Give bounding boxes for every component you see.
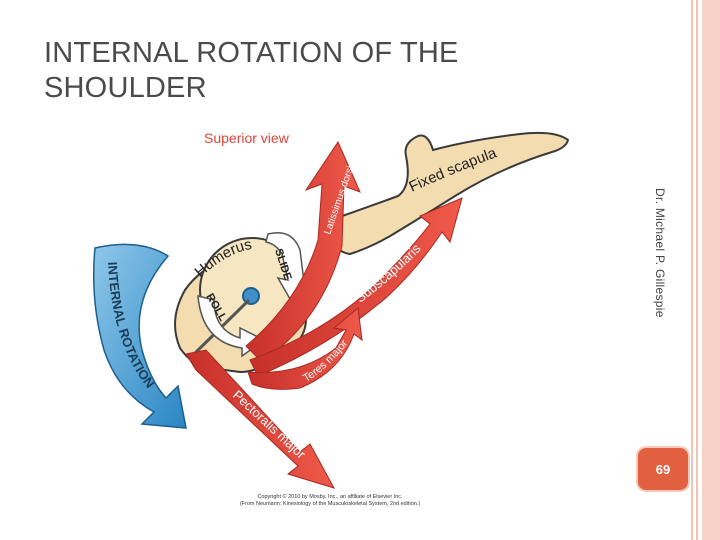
decorative-rule [691, 0, 693, 540]
pectoralis-major-arrow [185, 349, 336, 489]
decorative-rule [696, 0, 698, 540]
scapula-shape [323, 131, 570, 256]
author-name: Dr. Michael P. Gillespie [653, 188, 667, 318]
view-label: Superior view [204, 130, 290, 146]
copyright-line: Copyright © 2010 by Mosby, Inc., an affi… [257, 494, 403, 500]
teres-major-arrow [247, 307, 363, 390]
latissimus-dorsi-arrow [245, 140, 361, 363]
source-line: (From Neumann: Kinesiology of the Muscul… [239, 501, 421, 507]
decorative-side-band [702, 0, 720, 540]
copyright-notice: Copyright © 2010 by Mosby, Inc., an affi… [220, 494, 440, 508]
page-number-badge: 69 [638, 448, 688, 490]
pectoralis-major-label: Pectoralis major [230, 387, 309, 462]
internal-rotation-arrow [92, 243, 187, 429]
subscapularis-arrow [249, 197, 463, 377]
slide-title: INTERNAL ROTATION OF THE SHOULDER [44, 37, 459, 104]
